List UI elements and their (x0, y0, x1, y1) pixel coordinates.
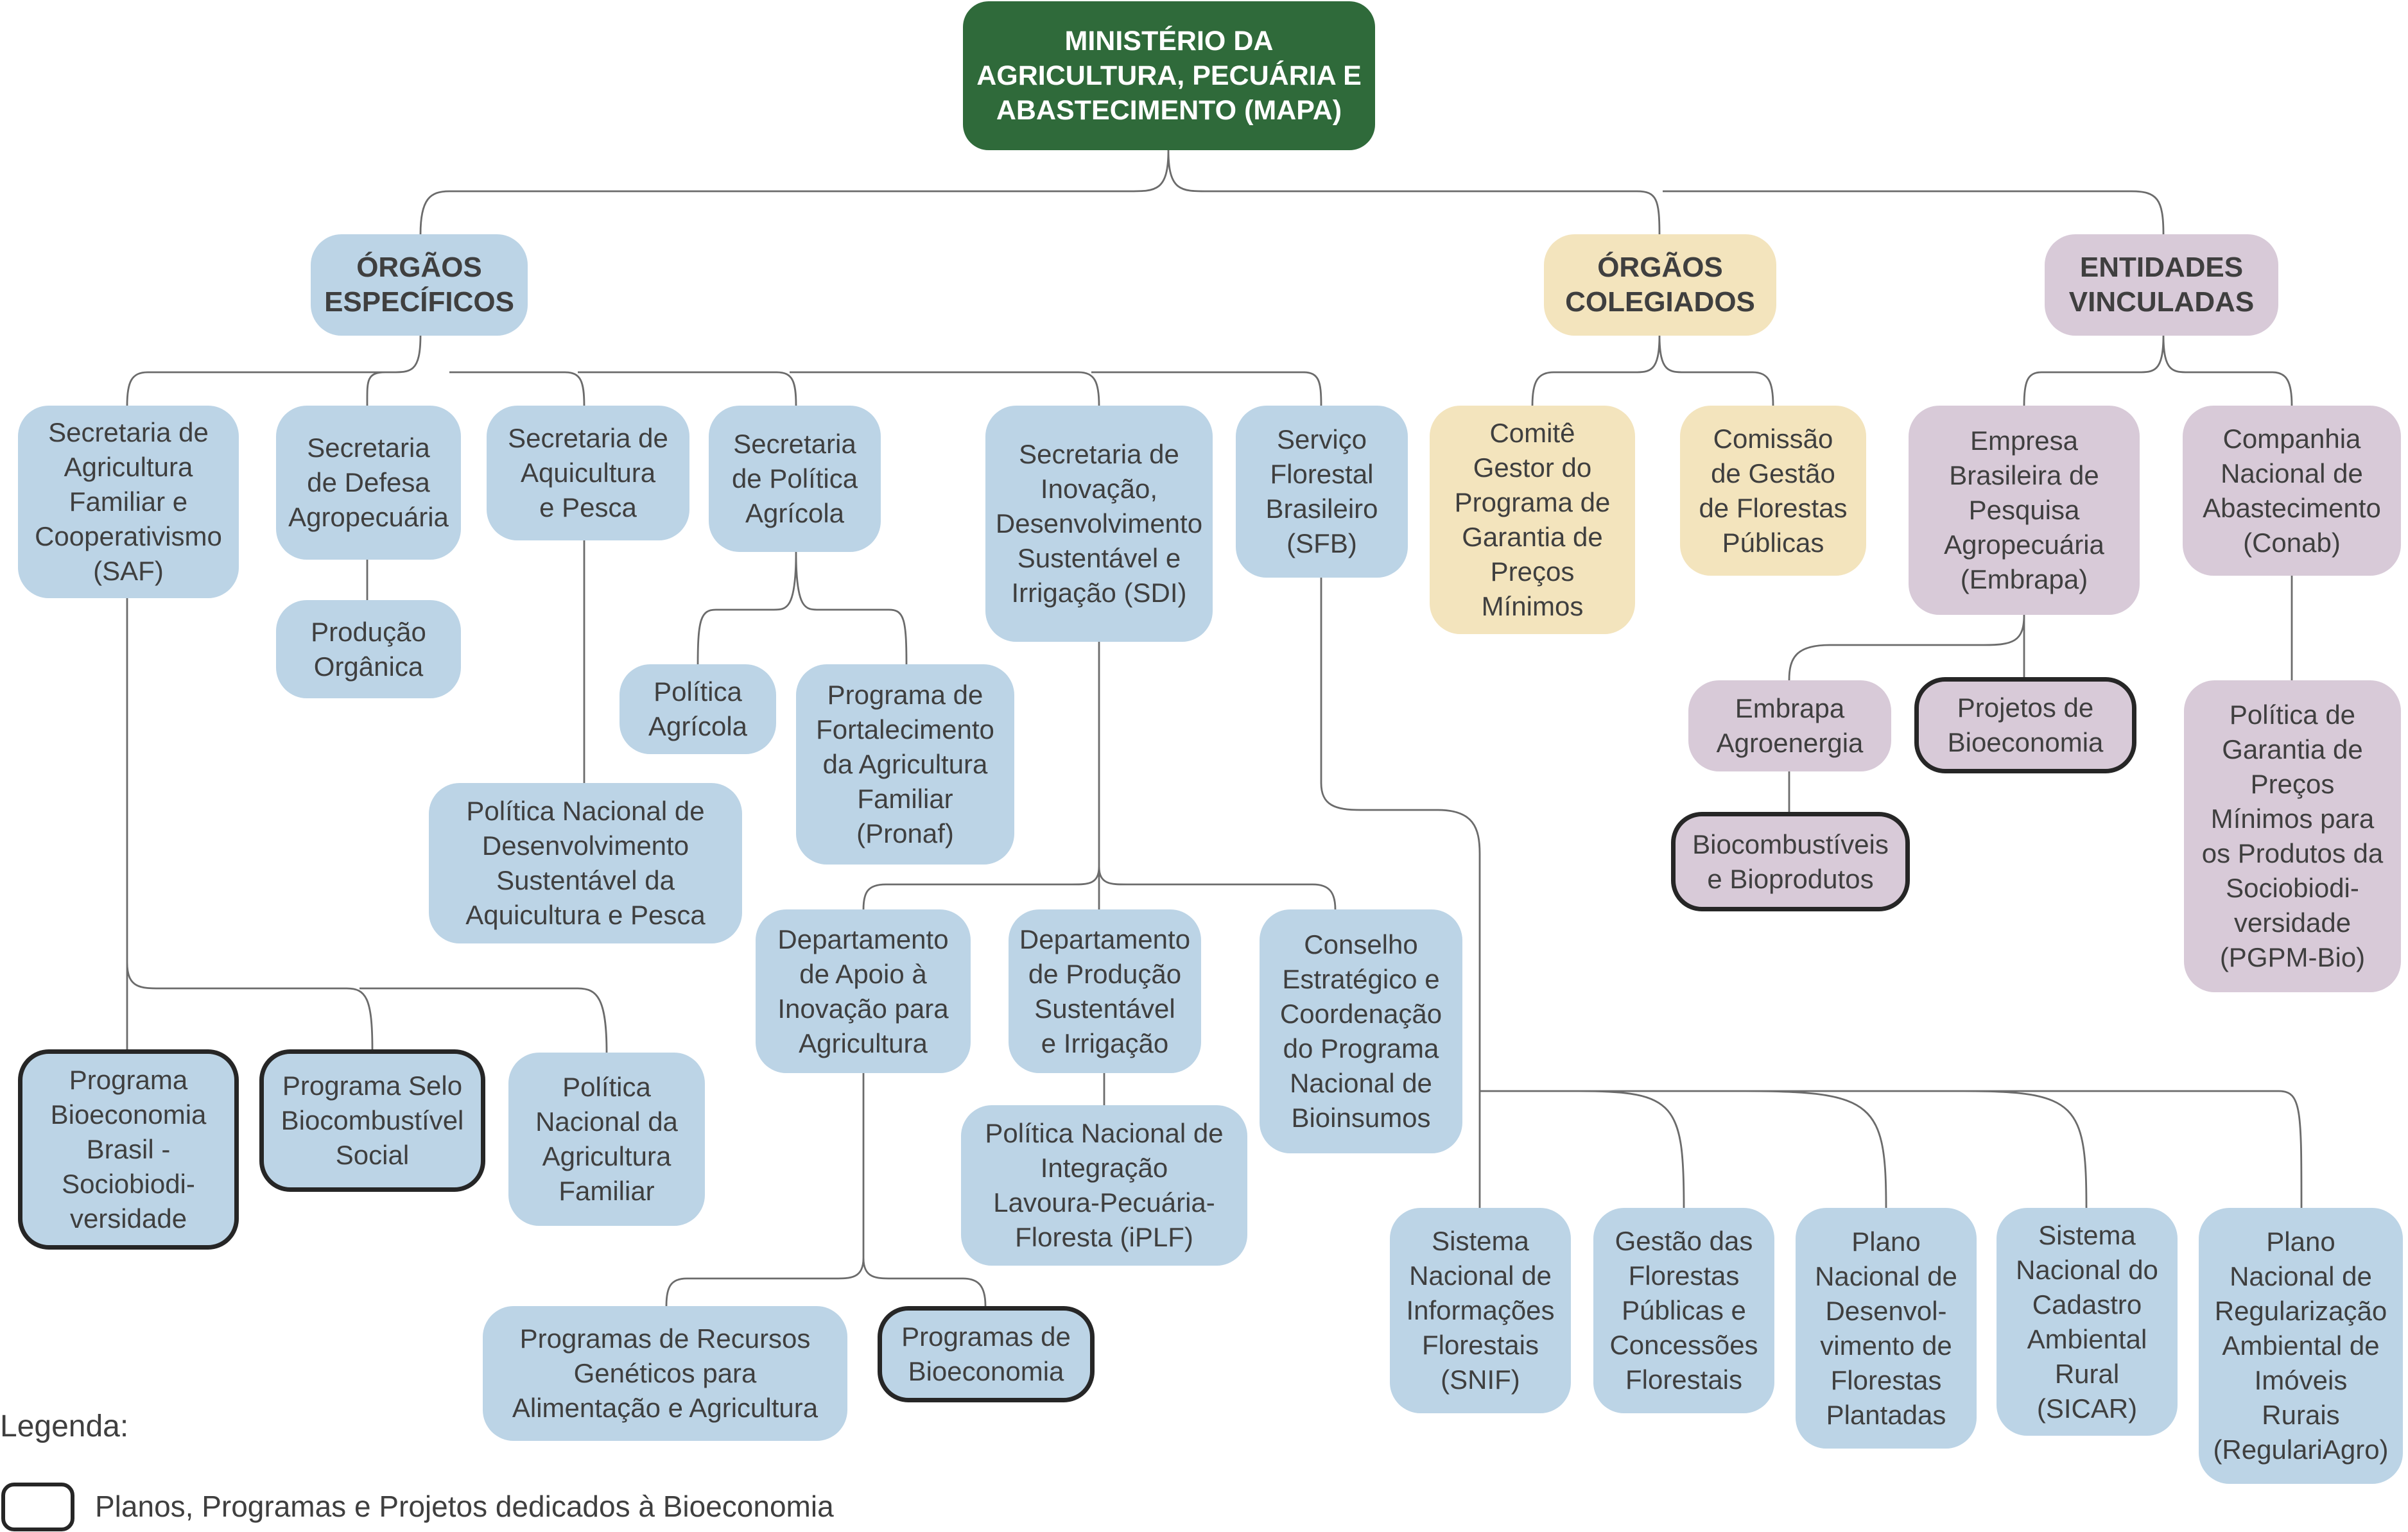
node-aquicultura: Secretaria de Aquicultura e Pesca (487, 406, 689, 540)
connector-colegiados (1531, 334, 1774, 406)
node-conab: Companhia Nacional de Abastecimento (Con… (2183, 406, 2401, 576)
node-snif: Sistema Nacional de Informações Floresta… (1390, 1208, 1571, 1413)
node-embrapa-agroenergia: Embrapa Agroenergia (1688, 680, 1891, 771)
legend-swatch (1, 1483, 74, 1531)
node-biocombustiveis: Biocombustíveis e Bioprodutos (1671, 812, 1910, 911)
connector-entidades (2023, 334, 2293, 406)
node-projetos-bioeconomia: Projetos de Bioeconomia (1914, 677, 2136, 773)
node-orgaos-colegiados: ÓRGÃOS COLEGIADOS (1544, 234, 1776, 336)
node-entidades-vinculadas: ENTIDADES VINCULADAS (2045, 234, 2278, 336)
connector-saf (126, 598, 608, 1053)
node-producao-organica: Produção Orgânica (276, 600, 461, 698)
connector-politica-agricola (697, 551, 908, 665)
node-dep-apoio: Departamento de Apoio à Inovação para Ag… (756, 909, 971, 1073)
connector-especificos (126, 334, 1322, 406)
node-sfb: Serviço Florestal Brasileiro (SFB) (1236, 406, 1408, 578)
connector-mapa (419, 150, 2165, 235)
node-pgpm-bio: Política de Garantia de Preços Mínimos p… (2184, 680, 2401, 992)
node-gestao-florestas: Gestão das Florestas Públicas e Concessõ… (1593, 1208, 1774, 1413)
node-comissao: Comissão de Gestão de Florestas Públicas (1680, 406, 1866, 576)
node-bioeconomia-brasil: Programa Bioeconomia Brasil - Sociobiodi… (18, 1049, 239, 1250)
node-dep-producao: Departamento de Produção Sustentável e I… (1009, 909, 1201, 1073)
node-pronaf: Programa de Fortalecimento da Agricultur… (796, 664, 1014, 865)
node-sicar: Sistema Nacional do Cadastro Ambiental R… (1997, 1208, 2178, 1436)
node-recursos-geneticos: Programas de Recursos Genéticos para Ali… (483, 1306, 847, 1441)
node-programas-bioeconomia: Programas de Bioeconomia (878, 1306, 1095, 1402)
node-comite: Comitê Gestor do Programa de Garantia de… (1430, 406, 1635, 634)
node-plano-florestas: Plano Nacional de Desenvol- vimento de F… (1796, 1208, 1977, 1449)
legend-title: Legenda: (0, 1409, 129, 1443)
node-pndsap: Política Nacional de Desenvolvimento Sus… (429, 783, 742, 943)
node-ilpf: Política Nacional de Integração Lavoura-… (961, 1105, 1247, 1266)
connector-sfb (1320, 578, 2303, 1209)
node-pnaf: Política Nacional da Agricultura Familia… (508, 1053, 705, 1226)
node-sdi: Secretaria de Inovação, Desenvolvimento … (985, 406, 1213, 642)
node-orgaos-especificos: ÓRGÃOS ESPECÍFICOS (311, 234, 528, 336)
node-selo: Programa Selo Biocombustível Social (259, 1049, 485, 1192)
connector-dep-apoio (665, 1073, 987, 1307)
node-regulariagro: Plano Nacional de Regularização Ambienta… (2199, 1208, 2403, 1484)
node-embrapa: Empresa Brasileira de Pesquisa Agropecuá… (1909, 406, 2140, 615)
node-defesa: Secretaria de Defesa Agropecuária (276, 406, 461, 560)
node-politica-agricola-sec: Secretaria de Política Agrícola (709, 406, 881, 552)
node-politica-agricola: Política Agrícola (619, 664, 776, 754)
connector-embrapa (1788, 614, 2025, 681)
node-mapa: MINISTÉRIO DA AGRICULTURA, PECUÁRIA E AB… (963, 1, 1375, 150)
node-conselho: Conselho Estratégico e Coordenação do Pr… (1260, 909, 1462, 1153)
node-saf: Secretaria de Agricultura Familiar e Coo… (18, 406, 239, 598)
connector-sdi (862, 642, 1337, 910)
legend-item-label: Planos, Programas e Projetos dedicados à… (95, 1490, 834, 1523)
